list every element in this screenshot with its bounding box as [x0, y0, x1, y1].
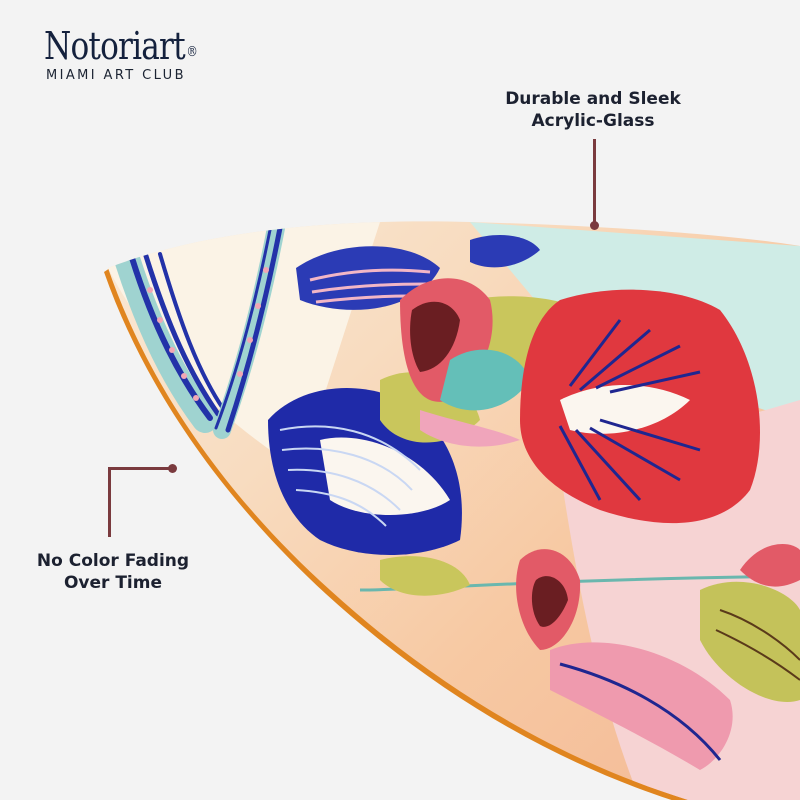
brand-name: Notoriart® — [44, 24, 198, 68]
callout-fading-dot — [168, 464, 177, 473]
callout-fading-line-horizontal — [108, 467, 174, 470]
callout-durable-line2: Acrylic-Glass — [531, 111, 655, 131]
registered-mark-icon: ® — [186, 44, 198, 60]
callout-durable-text: Durable and Sleek Acrylic-Glass — [488, 88, 698, 132]
callout-durable-dot — [590, 221, 599, 230]
brand-tagline: MIAMI ART CLUB — [46, 68, 186, 83]
callout-durable-line — [593, 139, 596, 224]
brand-logo: Notoriart® MIAMI ART CLUB — [44, 26, 244, 83]
callout-fading-line1: No Color Fading — [36, 551, 190, 571]
callout-fading-line-vertical — [108, 467, 111, 537]
callout-durable-line1: Durable and Sleek — [505, 89, 681, 109]
callout-fading-line2: Over Time — [63, 573, 163, 593]
callout-fading-text: No Color Fading Over Time — [18, 550, 208, 594]
